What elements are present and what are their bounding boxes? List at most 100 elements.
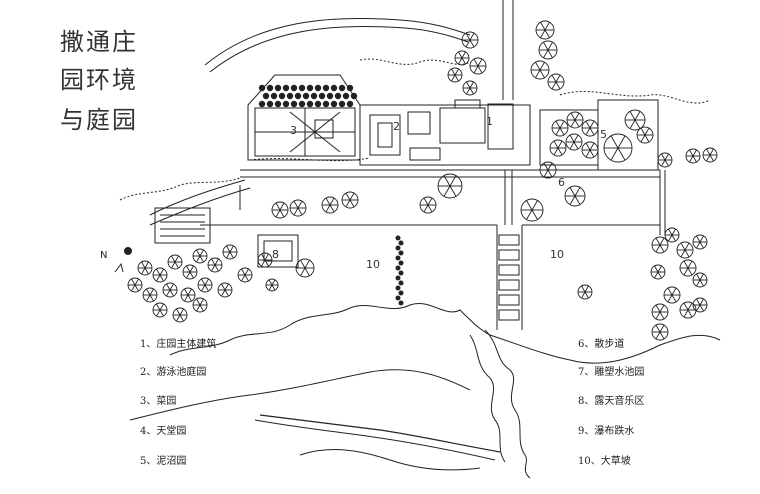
tree-branch [617,135,626,149]
tree-branch [574,195,581,205]
tree-branch [668,228,673,236]
title-line-1: 撒通庄 [60,28,138,56]
title-line-2: 园环境 [60,66,138,94]
tree-branch [543,49,549,59]
tree-branch [187,288,192,296]
tree-branch [585,142,591,151]
tree-mark [266,84,274,92]
tree-branch [531,200,538,211]
tree-mark [274,100,282,108]
tree-mark [322,84,330,92]
tree-branch [264,259,269,267]
tree-branch [570,112,576,121]
tree-branch [671,234,676,242]
tree-mark [395,295,401,301]
tree-branch [146,288,151,296]
legend-item: 3、菜园 [140,396,177,407]
tree-branch [654,265,659,273]
tree-branch [573,141,579,150]
tree-branch [539,69,545,79]
tree-branch [186,271,191,279]
tree-mark [318,92,326,100]
tree-branch [293,200,299,209]
tree-mark [306,84,314,92]
tree-branch [664,153,669,161]
tree-branch [201,278,206,286]
tree-branch [610,147,619,161]
tree-branch [547,41,553,51]
tree-branch [461,51,466,59]
tree-branch [241,268,246,276]
tree-branch [214,258,219,266]
tree-branch [473,65,479,74]
tree-branch [555,81,561,90]
tree-branch [557,147,563,156]
tree-branch [557,140,563,149]
tree-branch [569,187,576,197]
tree-branch [539,61,545,71]
tree-mark [338,84,346,92]
tree-mark [395,285,401,291]
tree-branch [535,61,541,71]
tree-branch [297,207,303,216]
tree-branch [224,283,229,291]
tree-branch [551,81,557,90]
tree-mark [310,92,318,100]
tree-branch [655,331,661,340]
plan-number-3: 3 [290,124,297,137]
tree-branch [458,51,463,59]
tree-branch [610,135,619,149]
tree-branch [655,244,661,253]
tree-branch [644,134,650,143]
woodland-outline [169,303,721,364]
tree-branch [696,273,701,281]
tree-branch [687,309,693,318]
plan-number-10-right: 10 [550,248,564,261]
tree-mark [398,250,404,256]
tree-branch [544,21,550,31]
tree-branch [211,258,216,266]
tree-mark [395,235,401,241]
tree-branch [661,153,666,161]
tree-branch [543,162,549,171]
legend-item: 10、大草坡 [578,456,631,467]
tree-mark [282,100,290,108]
tree-branch [655,324,661,333]
tree-branch [469,87,474,95]
tree-branch [156,309,161,317]
tree-branch [655,304,661,313]
tree-branch [300,267,306,277]
tree-branch [171,255,176,263]
tree-branch [196,255,201,263]
tree-branch [166,283,171,291]
tree-branch [451,74,456,82]
tree-branch [179,308,184,316]
tree-mark [326,92,334,100]
tree-branch [696,235,701,243]
tree-branch [589,149,595,158]
tree-branch [555,127,561,136]
tree-branch [423,197,429,206]
road-curve-top-inner [209,25,469,73]
tree-branch [581,291,586,299]
tree-branch [451,68,456,76]
tree-branch [141,261,146,269]
tree-branch [547,49,553,59]
tree-branch [449,185,457,197]
tree-mark [290,100,298,108]
tree-branch [553,140,559,149]
tree-branch [184,288,189,296]
legend-item: 5、泥沼园 [140,456,187,467]
main-building-outline [359,104,531,166]
tree-mark [274,84,282,92]
tree-branch [687,302,693,311]
tree-branch [304,267,310,277]
tree-branch [443,185,451,197]
tree-branch [465,32,471,41]
tree-branch [184,294,189,302]
tree-branch [268,284,273,291]
tree-mark [334,92,342,100]
tree-branch [540,29,546,39]
tree-branch [466,87,471,95]
